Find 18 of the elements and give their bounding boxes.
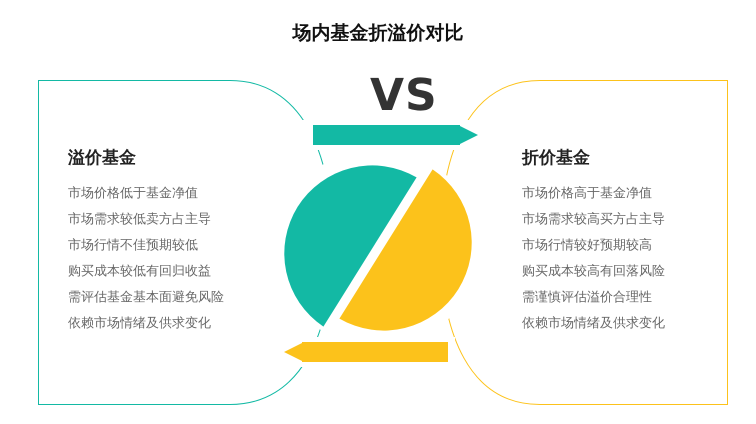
list-item: 依赖市场情绪及供求变化 bbox=[68, 315, 211, 332]
list-item: 购买成本较低有回归收益 bbox=[68, 263, 211, 280]
vs-label: VS bbox=[370, 70, 438, 121]
list-item: 需谨慎评估溢价合理性 bbox=[522, 289, 652, 306]
list-item: 依赖市场情绪及供求变化 bbox=[522, 315, 665, 332]
list-item: 市场价格低于基金净值 bbox=[68, 185, 198, 202]
list-item: 市场行情较好预期较高 bbox=[522, 237, 652, 254]
arrow bbox=[313, 125, 478, 145]
list-item: 市场需求较高买方占主导 bbox=[522, 211, 665, 228]
list-item: 市场行情不佳预期较低 bbox=[68, 237, 198, 254]
title: 场内基金折溢价对比 bbox=[290, 21, 464, 46]
list-item: 需评估基金基本面避免风险 bbox=[68, 289, 224, 306]
list-item: 市场价格高于基金净值 bbox=[522, 185, 652, 202]
panel-heading: 折价基金 bbox=[522, 147, 590, 169]
arrow bbox=[284, 342, 448, 362]
list-item: 市场需求较低卖方占主导 bbox=[68, 211, 211, 228]
list-item: 购买成本较高有回落风险 bbox=[522, 263, 665, 280]
panel-heading: 溢价基金 bbox=[68, 147, 136, 169]
